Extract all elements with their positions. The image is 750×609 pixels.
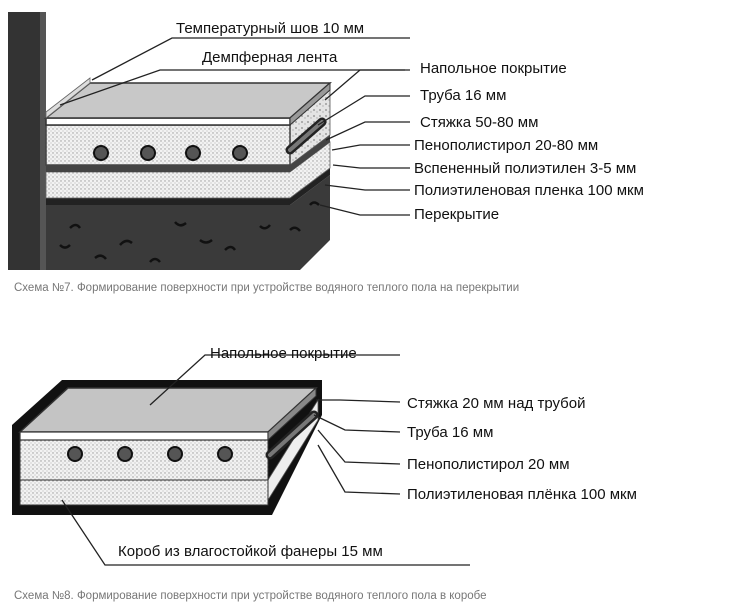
pipe	[67, 446, 83, 462]
label-pipe-8: Труба 16 мм	[407, 424, 493, 441]
scheme-8-drawing: Напольное покрытие Стяжка 20 мм над труб…	[12, 345, 637, 602]
caption-scheme-7: Схема №7. Формирование поверхности при у…	[14, 282, 519, 294]
polystyrene-front	[19, 439, 269, 481]
floor-cover-top	[18, 387, 318, 433]
pipe	[217, 446, 233, 462]
floor-cover-top	[43, 82, 332, 119]
screed-front	[45, 124, 291, 166]
label-floor-slab: Перекрытие	[414, 206, 499, 223]
label-polystyrene-8: Пенополистирол 20 мм	[407, 456, 570, 473]
polystyrene	[46, 135, 330, 172]
pipes	[93, 117, 327, 161]
label-polystyrene: Пенополистирол 20-80 мм	[414, 137, 598, 154]
scheme-7-drawing: Температурный шов 10 мм Демпферная лента…	[8, 12, 644, 294]
pipe	[93, 145, 109, 161]
caption-scheme-8: Схема №8. Формирование поверхности при у…	[14, 590, 486, 602]
label-floor-cover: Напольное покрытие	[420, 60, 567, 77]
label-foam-polyethylene: Вспененный полиэтилен 3-5 мм	[414, 160, 636, 177]
polyethylene-film	[46, 168, 330, 205]
label-polyethylene-film: Полиэтиленовая пленка 100 мкм	[414, 182, 644, 199]
label-temperature-joint: Температурный шов 10 мм	[176, 20, 364, 37]
pipes	[67, 410, 319, 462]
pipe	[232, 145, 248, 161]
label-pipe: Труба 16 мм	[420, 87, 506, 104]
label-plywood-box: Короб из влагостойкой фанеры 15 мм	[118, 543, 383, 560]
label-damper-tape: Демпферная лента	[202, 49, 338, 66]
label-polyethylene-film-8: Полиэтиленовая плёнка 100 мкм	[407, 486, 637, 503]
label-screed: Стяжка 50-80 мм	[420, 114, 538, 131]
damper-tape	[45, 77, 91, 119]
pipe	[185, 145, 201, 161]
floor-cover-front	[45, 117, 291, 126]
label-floor-cover-8: Напольное покрытие	[210, 345, 357, 362]
floor-slab	[46, 175, 330, 270]
pipe	[117, 446, 133, 462]
film-front	[19, 479, 269, 506]
pipe	[140, 145, 156, 161]
pipe	[167, 446, 183, 462]
wall	[8, 12, 46, 270]
label-screed-8: Стяжка 20 мм над трубой	[407, 395, 585, 412]
